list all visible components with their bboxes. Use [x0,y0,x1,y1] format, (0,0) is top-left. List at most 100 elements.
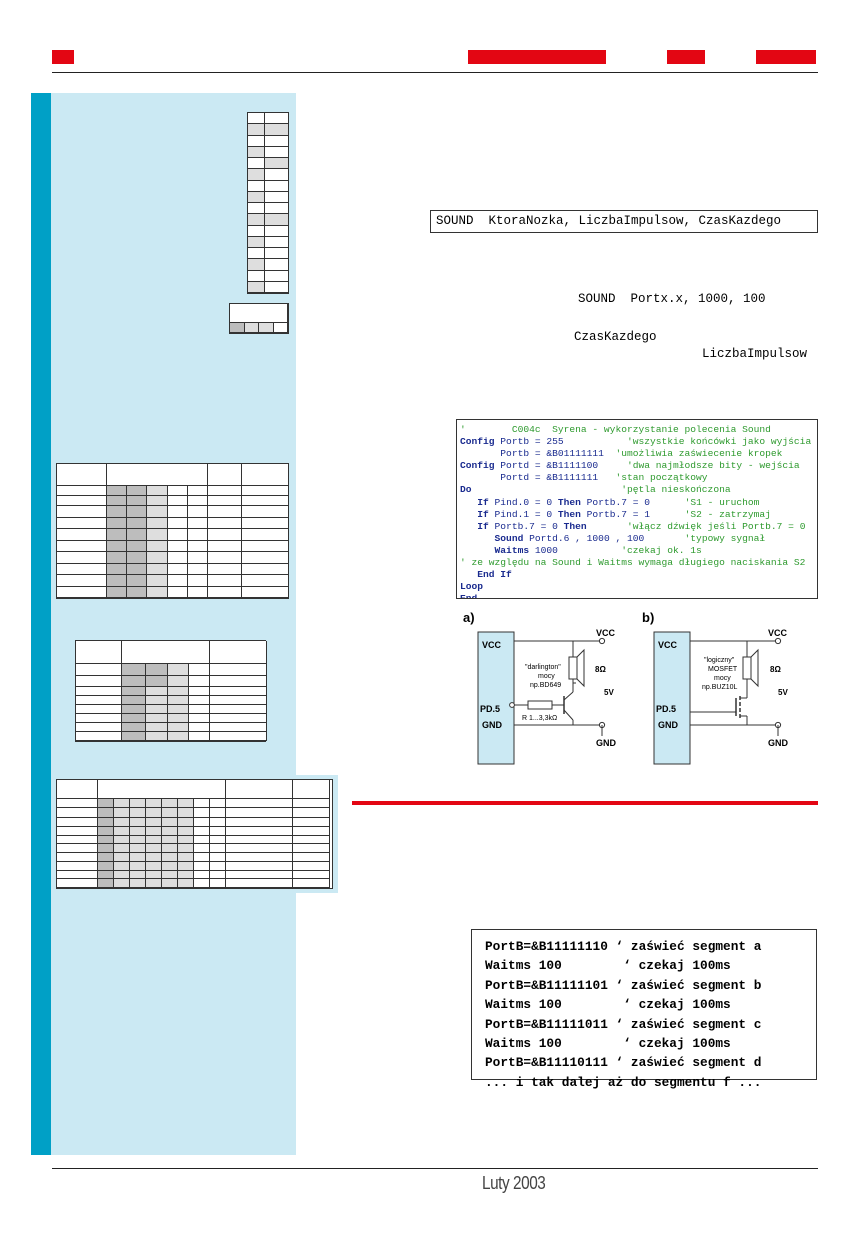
table-cell [194,799,210,808]
table-cell [265,113,289,125]
table-cell [226,780,293,799]
table-cell [194,835,210,845]
code-line: Waitms 1000 'czekaj ok. 1s [460,545,817,557]
table-cell [127,496,147,506]
table-cell [130,818,146,827]
circuit-a-label: a) [463,610,475,625]
table-cell [162,844,178,853]
table-cell [146,835,162,845]
table-cell [208,506,242,518]
table-cell [188,496,208,506]
circuit-b-supply: 5V [778,688,788,697]
table-cell [168,723,189,732]
table-cell [107,529,127,541]
table-cell [248,191,265,203]
table-cell [162,818,178,827]
table-cell [210,676,267,687]
table-cell [57,844,98,853]
table-cell [178,870,194,880]
table-cell [130,870,146,880]
table-cell [178,861,194,871]
table-cell [146,853,162,862]
table-cell [194,808,210,818]
circuit-a-resistor: R 1...3,3kΩ [522,715,557,722]
table-cell [98,844,114,853]
table-cell [114,818,130,827]
table-cell [226,835,293,845]
code-token: Waitms [460,544,530,556]
table-cell [76,714,122,723]
code-token: If [460,508,489,520]
table-cell [242,575,289,587]
table-cell [76,705,122,714]
table-cell [293,808,330,818]
circuit-b-speaker: 8Ω [770,665,781,674]
circuit-a-speaker: 8Ω [595,665,606,674]
table-cell [146,687,168,696]
table-cell [107,496,127,506]
table-cell [146,844,162,853]
circuit-b-vcc-rail: VCC [658,640,678,650]
table-cell [168,732,189,741]
table-cell [210,826,226,836]
table-cell [162,861,178,871]
table-cell [208,464,242,486]
table-cell [57,496,107,506]
table-cell [168,586,188,598]
header-red-tab-1 [468,50,606,64]
table-cell [146,732,168,741]
table-cell [178,853,194,862]
table-cell [248,203,265,215]
table-cell [248,135,265,147]
code-token: Pind.1 = 0 [488,508,558,520]
table-cell [265,225,289,237]
circuit-b-transistor-line-4: np.BUZ10L [702,684,738,691]
header-red-tab-2 [667,50,705,64]
circuit-a-gnd-bottom: GND [596,738,617,748]
table-cell [57,586,107,598]
code-token: Portb = &B01111111 [460,448,616,460]
table-cell [248,236,265,248]
table-cell [265,191,289,203]
circuit-a-gnd-rail: GND [482,720,503,730]
table-cell [57,529,107,541]
table-cell [178,879,194,888]
table-cell [210,696,267,705]
table-cell [147,496,168,506]
table-cell [127,486,147,496]
code-token: 'pętla nieskończona [621,484,731,496]
table-cell [248,214,265,226]
table-cell [178,818,194,827]
table-cell [146,799,162,808]
table-cell [168,540,188,552]
table-cell [168,664,189,676]
footer-rule [52,1168,818,1169]
table-cell [208,496,242,506]
port-code-line: ... i tak dalej aż do segmentu f ... [485,1074,762,1090]
sound-syntax-box: SOUND KtoraNozka, LiczbaImpulsow, CzasKa… [430,210,818,233]
sidebar-table-1 [247,112,289,294]
table-cell [168,575,188,587]
table-cell [208,529,242,541]
code-token: 'S2 - zatrzymaj [684,508,771,520]
table-cell [265,281,289,293]
table-cell [76,641,122,664]
port-code-line: PortB=&B11111110 ‘ zaświeć segment a [485,939,762,954]
table-cell [293,853,330,862]
code-token: Config [460,436,495,448]
sidebar-table-4 [75,640,267,742]
code-line: If Pind.1 = 0 Then Portb.7 = 1 'S2 - zat… [460,509,817,521]
table-cell [57,506,107,518]
table-cell [226,826,293,836]
code-line: If Portb.7 = 0 Then 'włącz dźwięk jeśli … [460,521,817,533]
table-cell [178,844,194,853]
table-cell [168,496,188,506]
table-cell [147,540,168,552]
table-cell [210,879,226,888]
circuit-a-vcc-rail: VCC [482,640,502,650]
code-line: Loop [460,581,817,593]
code-token: If [460,496,489,508]
table-cell [130,799,146,808]
table-cell [293,844,330,853]
table-cell [162,808,178,818]
